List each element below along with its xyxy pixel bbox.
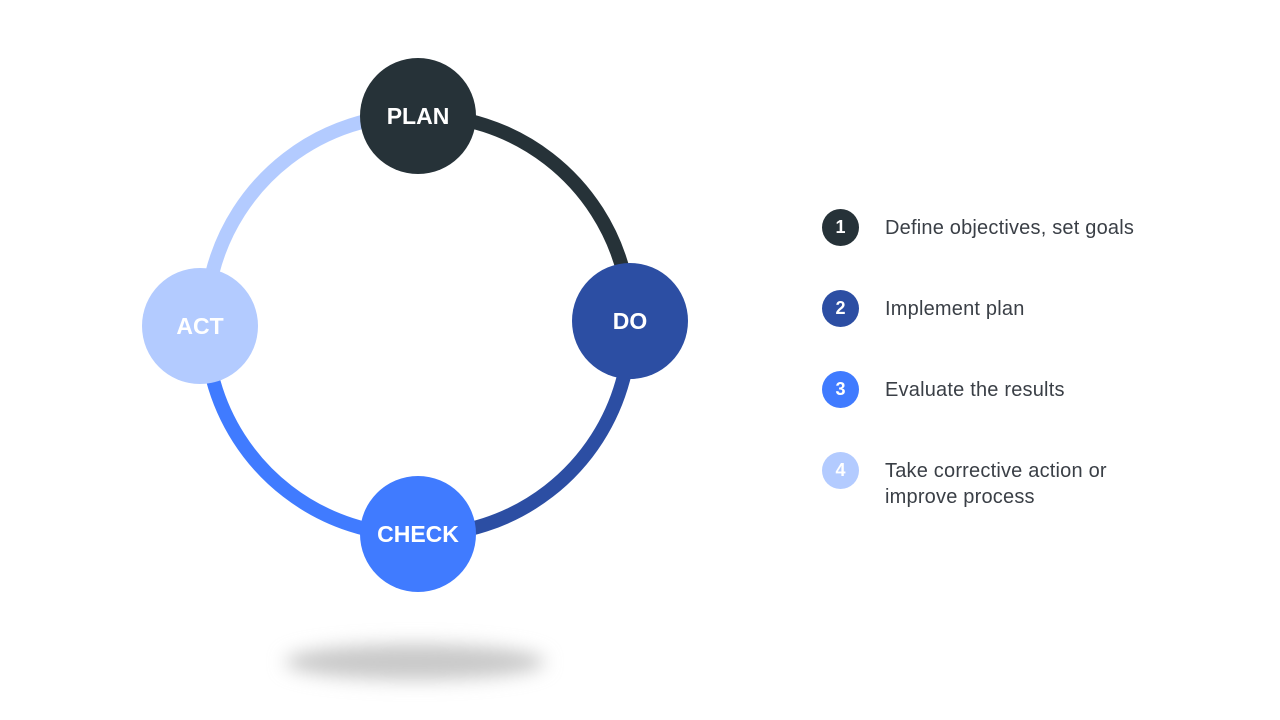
legend-number-badge: 4: [822, 452, 859, 489]
legend-number-badge: 2: [822, 290, 859, 327]
legend-item-act: 4 Take corrective action or improve proc…: [822, 452, 1242, 533]
legend-text: Evaluate the results: [885, 379, 1065, 401]
legend-number-badge: 1: [822, 209, 859, 246]
plan-node: [360, 58, 476, 174]
legend-item-plan: 1 Define objectives, set goals: [822, 209, 1242, 290]
act-node-label: ACT: [176, 313, 223, 339]
legend: 1 Define objectives, set goals 2 Impleme…: [822, 209, 1242, 533]
act-node: [142, 268, 258, 384]
plan-node-label: PLAN: [387, 103, 450, 129]
legend-item-do: 2 Implement plan: [822, 290, 1242, 371]
ground-shadow: [285, 644, 545, 680]
check-node: [360, 476, 476, 592]
do-node: [572, 263, 688, 379]
check-node-label: CHECK: [377, 521, 459, 547]
do-node-label: DO: [613, 308, 648, 334]
legend-text: Take corrective action or improve proces…: [885, 460, 1107, 508]
legend-text: Define objectives, set goals: [885, 217, 1135, 239]
legend-number-badge: 3: [822, 371, 859, 408]
legend-text: Implement plan: [885, 298, 1025, 320]
legend-item-check: 3 Evaluate the results: [822, 371, 1242, 452]
